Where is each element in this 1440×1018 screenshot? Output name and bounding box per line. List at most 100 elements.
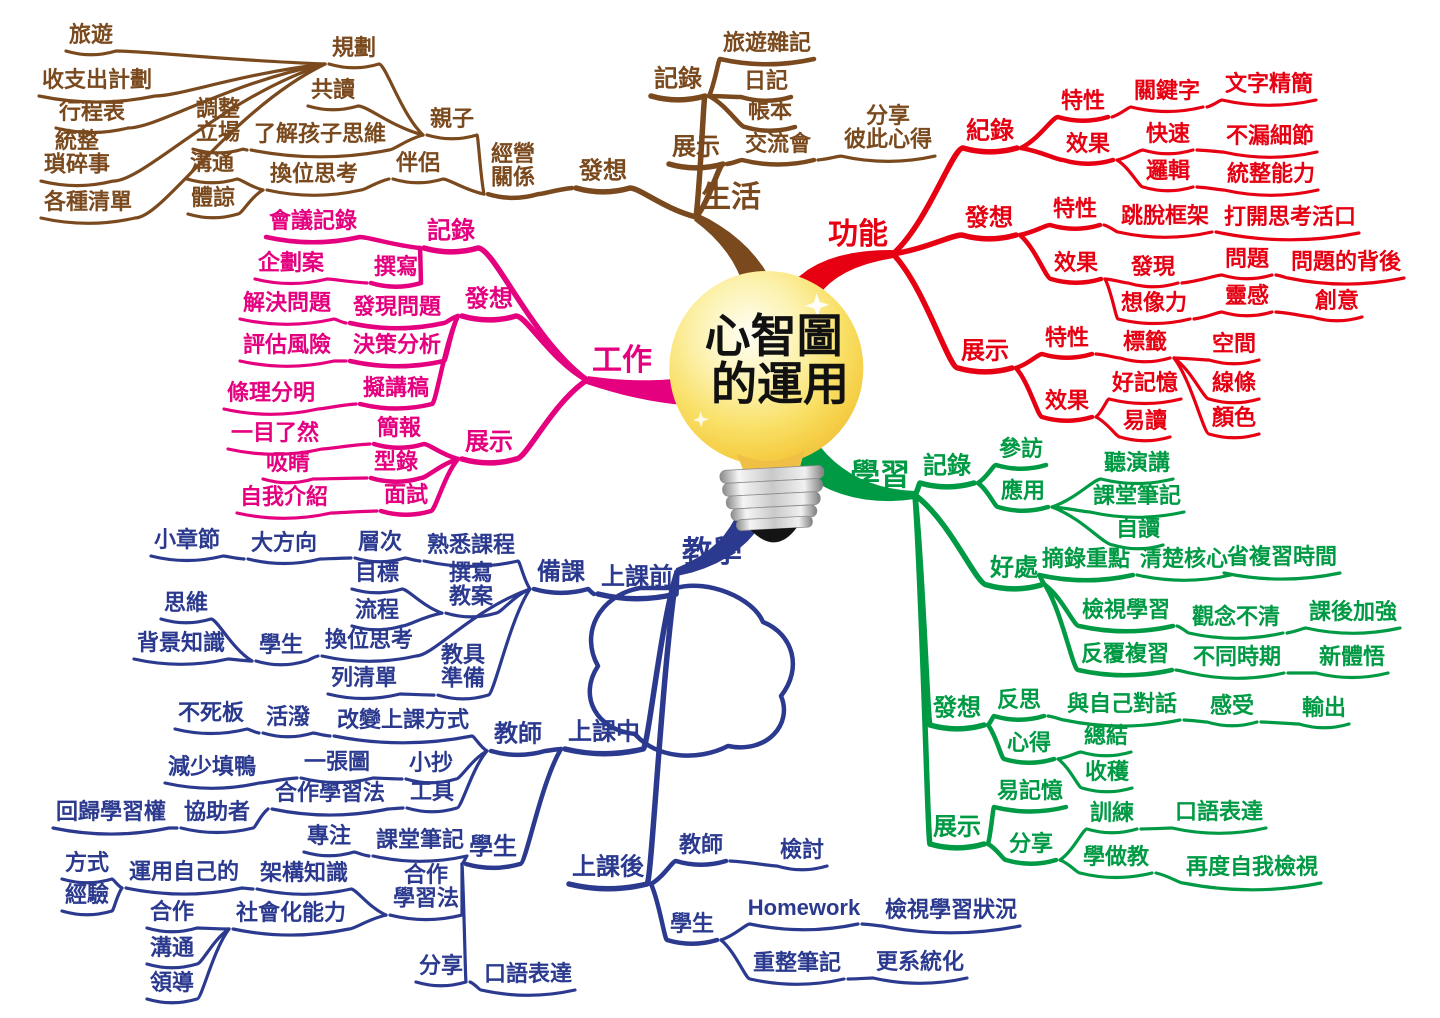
edge-t-dafang xyxy=(246,556,353,566)
edge-t-beike xyxy=(531,586,597,597)
edge-p-zhuanxie xyxy=(368,245,424,289)
edge-r-tx1 xyxy=(1018,114,1111,151)
edge-t-jiaoju xyxy=(436,587,532,701)
edge-p-yimu xyxy=(226,442,372,456)
node-label-shenghuo: 生活 xyxy=(701,181,761,214)
node-label-t-hou: 上課後 xyxy=(572,853,645,881)
node-label-line: 準備 xyxy=(441,665,485,690)
node-label-g-ketang: 課堂筆記 xyxy=(1093,483,1181,508)
node-label-t-yizhang: 一張圖 xyxy=(304,749,370,774)
edge-b-huanwei xyxy=(265,177,391,197)
node-label-t-gengxi: 更系統化 xyxy=(876,949,964,974)
node-label-t-goutong: 溝通 xyxy=(150,935,194,960)
edge-g-jilu xyxy=(912,480,977,498)
node-label-t-xuesheng3: 學生 xyxy=(670,911,714,936)
edge-g-butong xyxy=(1174,668,1286,680)
node-label-r-jilu: 紀錄 xyxy=(966,117,1014,145)
edge-b-guihua xyxy=(327,62,425,137)
edge-t-jiagou xyxy=(255,887,388,917)
edge-g-shouhuo xyxy=(1056,757,1134,794)
edge-t-xiezhu xyxy=(179,807,270,835)
node-label-r-tiaotuo: 跳脫框架 xyxy=(1121,203,1209,228)
node-label-r-wenti: 問題 xyxy=(1225,246,1270,271)
edge-t-zhuanzhu xyxy=(302,850,371,858)
node-label-t-xiaochao: 小抄 xyxy=(409,750,453,775)
node-label-b-tiaozheng: 調整立場 xyxy=(196,96,240,144)
node-label-line: 調整 xyxy=(196,96,240,121)
edge-g-shuchu xyxy=(1259,720,1351,730)
node-label-b-zhangben: 帳本 xyxy=(748,98,792,123)
edge-t-xuesheng2 xyxy=(463,746,564,871)
node-label-g-jianshi: 檢視學習 xyxy=(1082,597,1170,622)
node-label-line: 學習法 xyxy=(393,885,459,910)
edge-t-siwei xyxy=(159,617,254,663)
edge-r-xiangxiang xyxy=(1103,277,1192,326)
bulb-sparkle xyxy=(709,260,729,280)
edge-g-ketang xyxy=(1050,505,1186,519)
node-label-t-huigui: 回歸學習權 xyxy=(56,799,166,824)
edge-t-mubiao xyxy=(350,587,444,615)
node-label-g-zongjie: 總結 xyxy=(1084,723,1128,748)
node-label-p-mianshi: 面試 xyxy=(384,482,428,507)
node-label-g-canfang: 參訪 xyxy=(999,436,1043,461)
node-label-t-jiaoshi1: 教師 xyxy=(494,720,542,748)
edge-r-guanjian xyxy=(1110,105,1205,119)
edge-g-guannian xyxy=(1175,624,1285,640)
edge-r-dakai xyxy=(1214,230,1361,242)
node-label-b-riji: 日記 xyxy=(744,68,788,93)
node-label-b-xingcheng: 行程表 xyxy=(58,99,126,124)
node-label-g-sheng: 省複習時間 xyxy=(1226,544,1337,569)
edge-g-xunlian xyxy=(1058,827,1139,862)
node-label-t-hezuo: 合作 xyxy=(150,899,194,924)
edge-b-banlv xyxy=(391,177,486,196)
node-label-r-kongjian: 空間 xyxy=(1212,331,1256,356)
node-label-t-xuesheng1: 學生 xyxy=(259,632,303,657)
edge-p-xijing xyxy=(261,476,369,485)
node-label-r-haojiyi: 好記憶 xyxy=(1111,370,1178,395)
node-label-t-gaibian: 改變上課方式 xyxy=(337,707,469,732)
node-label-g-faxiang: 發想 xyxy=(932,695,981,722)
center-title: 心智圖 的運用 xyxy=(705,310,856,410)
edge-p-jiejue xyxy=(238,317,348,326)
edge-r-xg1 xyxy=(1018,145,1116,166)
node-label-g-ting: 聽演講 xyxy=(1104,450,1170,475)
edge-t-ketang xyxy=(371,854,469,866)
edge-t-xiaochao xyxy=(404,749,489,785)
node-label-t-jingyan: 經驗 xyxy=(65,882,109,907)
node-label-line: 教案 xyxy=(449,583,494,608)
node-label-t-shehui: 社會化能力 xyxy=(236,900,346,925)
node-label-g-zhanshi: 展示 xyxy=(933,814,981,841)
edge-b-goutong xyxy=(185,177,265,192)
node-label-r-faxiang: 發想 xyxy=(964,205,1013,232)
node-label-g-zidu: 自讀 xyxy=(1116,516,1160,541)
node-label-b-zhanshi: 展示 xyxy=(672,134,720,161)
node-label-p-qihua: 企劃案 xyxy=(257,250,325,275)
edge-t-jiantao xyxy=(728,859,829,872)
node-label-p-faxian: 發現問題 xyxy=(352,294,442,319)
node-label-g-xunlian: 訓練 xyxy=(1090,800,1134,825)
edge-r-tiaotuo xyxy=(1102,223,1214,239)
node-label-line: 彼此心得 xyxy=(844,126,932,151)
edge-t-huigui xyxy=(51,826,179,836)
edge-t-chongzheng xyxy=(719,938,846,986)
node-label-g-guannian: 觀念不清 xyxy=(1192,604,1280,629)
edge-t-hou xyxy=(566,569,680,892)
edge-r-wenti xyxy=(1180,273,1274,285)
edge-r-bulou xyxy=(1195,148,1319,159)
node-label-r-tx1: 特性 xyxy=(1061,88,1105,113)
node-label-b-jingying: 經營關係 xyxy=(491,141,535,189)
node-label-line: 統整 xyxy=(55,128,99,153)
edge-r-chuangyi xyxy=(1274,310,1364,323)
edge-p-faxiang xyxy=(459,313,590,383)
node-label-t-fenxiang: 分享 xyxy=(419,953,463,978)
node-label-t-xuesheng2: 學生 xyxy=(469,834,517,861)
edge-p-huiyi xyxy=(263,234,423,251)
edge-t-hezuofa xyxy=(270,806,405,817)
edge-g-xuezuo xyxy=(1058,858,1154,880)
edge-g-sheng xyxy=(1222,571,1342,581)
node-label-b-liaojie: 了解孩子思維 xyxy=(254,121,386,146)
node-label-line: 經營 xyxy=(491,141,535,166)
node-label-r-luoji: 邏輯 xyxy=(1146,158,1190,183)
edge-t-busi xyxy=(173,727,261,736)
